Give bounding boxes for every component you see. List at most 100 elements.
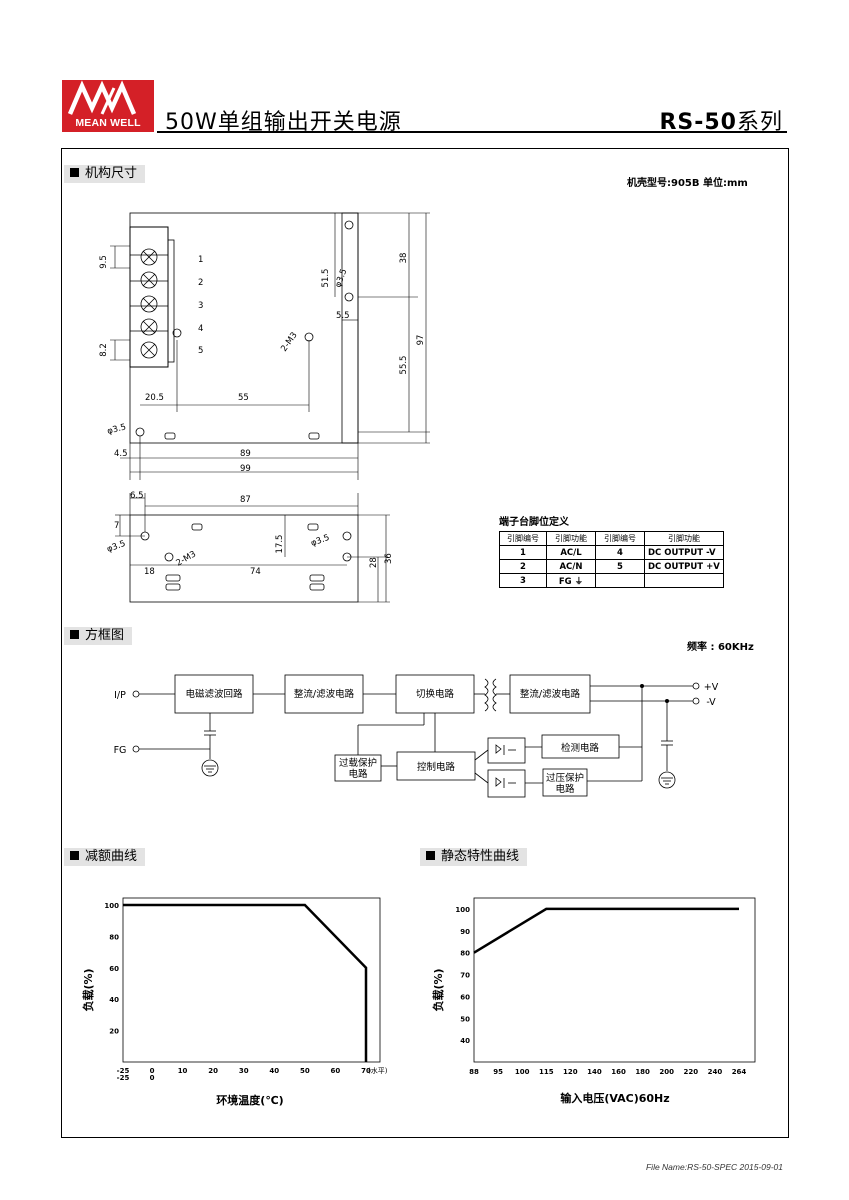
terminal-label: 4	[198, 324, 203, 334]
x-tick-label: 40	[269, 1067, 279, 1075]
dim-label: 99	[240, 464, 251, 474]
pin-cell: 2	[499, 559, 547, 574]
dim-label: 6.5	[130, 491, 144, 501]
x-tick-label: 160	[611, 1068, 626, 1076]
pin-header: 引脚功能	[644, 531, 724, 546]
freq-note: 频率 : 60KHz	[687, 642, 754, 653]
x-tick-label: 140	[587, 1068, 602, 1076]
chart-plot-area	[122, 897, 381, 1063]
y-tick-label: 60	[109, 965, 119, 973]
y-tick-label: 100	[455, 906, 470, 914]
header-rule	[157, 131, 787, 133]
pin-cell: AC/L	[546, 545, 596, 560]
pin-header: 引脚编号	[499, 531, 547, 546]
footer-filename: File Name:RS-50-SPEC 2015-09-01	[645, 1162, 783, 1172]
static-series-line	[473, 907, 739, 954]
dim-label: 28	[369, 557, 379, 568]
dim-label: 5.5	[336, 311, 350, 321]
pin-cell	[644, 573, 724, 588]
dim-label: 2-M3	[175, 549, 198, 568]
vminus-label: -V	[706, 697, 716, 708]
emi-filter-block: 电磁滤波回路	[185, 688, 243, 700]
terminal-label: 3	[198, 301, 203, 311]
dim-label: 2-M3	[279, 331, 299, 354]
pin-cell: 3	[499, 573, 547, 588]
x-tick-label: 88	[469, 1068, 479, 1076]
dim-label: 74	[250, 567, 261, 577]
x-tick-label: 115	[539, 1068, 554, 1076]
dim-label: 4.5	[114, 449, 128, 459]
top-view-drawing: 1 2 3 4 5 9.5 8.2 51.5 φ3.5 5.5 38 97 55…	[99, 212, 430, 480]
y-tick-label: 80	[109, 933, 119, 941]
pin-cell: FG ⏚	[546, 573, 596, 588]
dim-label: 89	[240, 449, 251, 459]
dim-label: 7	[114, 521, 119, 531]
x-tick-label: 220	[684, 1068, 699, 1076]
dim-label: 36	[384, 553, 394, 564]
dim-label: φ3.5	[310, 533, 331, 549]
dim-label: φ3.5	[106, 422, 127, 437]
terminal-label: 1	[198, 255, 203, 265]
x-axis-label: 输入电压(VAC)60Hz	[560, 1091, 669, 1105]
logo-text: MEAN WELL	[75, 117, 141, 129]
ip-label: I/P	[114, 690, 126, 701]
chart-plot-area	[473, 897, 756, 1063]
dim-label: φ3.5	[333, 268, 349, 289]
dim-label: 87	[240, 495, 251, 505]
dim-label: φ3.5	[106, 539, 127, 555]
x-tick-label: 0	[150, 1074, 155, 1082]
pin-cell	[595, 573, 645, 588]
x-tick-label: 50	[300, 1067, 310, 1075]
x-tick-label: 20	[208, 1067, 218, 1075]
pin-cell: AC/N	[546, 559, 596, 574]
pin-header: 引脚功能	[546, 531, 596, 546]
x-axis-label: 环境温度(℃)	[216, 1093, 283, 1107]
table-row: 1 AC/L 4 DC OUTPUT -V	[499, 545, 724, 560]
pin-table-header: 引脚编号 引脚功能 引脚编号 引脚功能	[499, 531, 724, 546]
y-tick-label: 60	[460, 993, 470, 1001]
section-derating: 减额曲线	[64, 848, 146, 866]
y-tick-label: 40	[109, 996, 119, 1004]
olp-block: 过载保护	[339, 757, 377, 769]
x-unit-note: (水平)	[368, 1066, 388, 1075]
x-tick-label: 200	[659, 1068, 674, 1076]
detect-block: 检测电路	[561, 742, 600, 754]
series-suffix: 系列	[736, 110, 783, 135]
x-tick-label: 180	[635, 1068, 650, 1076]
section-mechanical: 机构尺寸	[64, 165, 146, 183]
y-tick-label: 70	[460, 972, 470, 980]
y-axis-label: 负载(%)	[81, 968, 95, 1011]
dim-label: 20.5	[145, 393, 164, 403]
pin-cell: 1	[499, 545, 547, 560]
pin-table: 引脚编号 引脚功能 引脚编号 引脚功能 1 AC/L 4 DC OUTPUT -…	[499, 531, 724, 588]
dim-label: 9.5	[99, 255, 109, 269]
pin-cell: 4	[595, 545, 645, 560]
dim-label: 51.5	[321, 269, 331, 288]
dim-label: 55	[238, 393, 249, 403]
dim-label: 8.2	[99, 343, 109, 357]
pin-header: 引脚编号	[595, 531, 645, 546]
x-tick-label: -25	[117, 1074, 130, 1082]
mean-well-logo: MEAN WELL	[62, 80, 154, 132]
page-title: 50W单组输出开关电源	[165, 110, 402, 135]
y-tick-label: 20	[109, 1028, 119, 1036]
y-tick-label: 90	[460, 928, 470, 936]
section-static: 静态特性曲线	[420, 848, 528, 866]
series-title: RS-50系列	[659, 104, 783, 136]
dim-label: 55.5	[399, 356, 409, 375]
ovp-block: 过压保护	[546, 772, 584, 784]
y-tick-label: 80	[460, 950, 470, 958]
control-block: 控制电路	[417, 761, 456, 773]
rectifier-block: 整流/滤波电路	[294, 688, 355, 700]
x-tick-label: 30	[239, 1067, 249, 1075]
pin-cell: DC OUTPUT +V	[644, 559, 724, 574]
x-tick-label: 95	[493, 1068, 503, 1076]
content-frame	[61, 148, 789, 1138]
y-tick-label: 50	[460, 1015, 470, 1023]
ovp-block-2: 电路	[555, 783, 575, 795]
fg-label: FG	[114, 745, 127, 756]
olp-block-2: 电路	[348, 768, 368, 780]
pin-cell: DC OUTPUT -V	[644, 545, 724, 560]
